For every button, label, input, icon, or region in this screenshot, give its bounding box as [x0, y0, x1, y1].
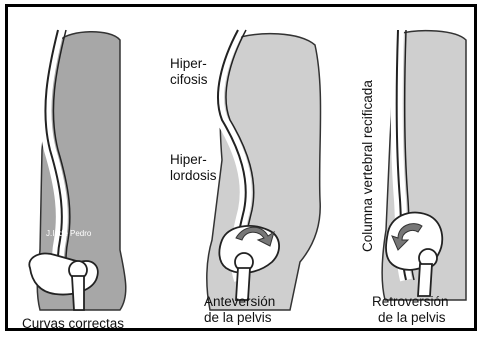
figure-correct-curves — [29, 30, 125, 310]
vertical-label-columna: Columna vertebral recificada — [360, 80, 376, 252]
caption-retroversion-line2: de la pelvis — [378, 310, 446, 326]
figure-retroversion — [382, 30, 466, 300]
femur-retroversion — [418, 264, 432, 296]
caption-curvas-correctas: Curvas correctas — [22, 316, 124, 332]
annotation-lordosis: lordosis — [170, 168, 217, 184]
caption-anteversion-line2: de la pelvis — [204, 310, 272, 326]
femur-correct — [72, 276, 84, 310]
annotation-cifosis: cifosis — [170, 72, 208, 88]
figure-anteversion — [207, 30, 321, 310]
caption-anteversion-line1: Anteversión — [204, 294, 275, 310]
annotation-hiper-2: Hiper- — [170, 152, 207, 168]
credit-label: J.I. de Pedro — [46, 226, 91, 242]
caption-retroversion-line1: Retroversión — [372, 294, 449, 310]
annotation-hiper: Hiper- — [170, 56, 207, 72]
